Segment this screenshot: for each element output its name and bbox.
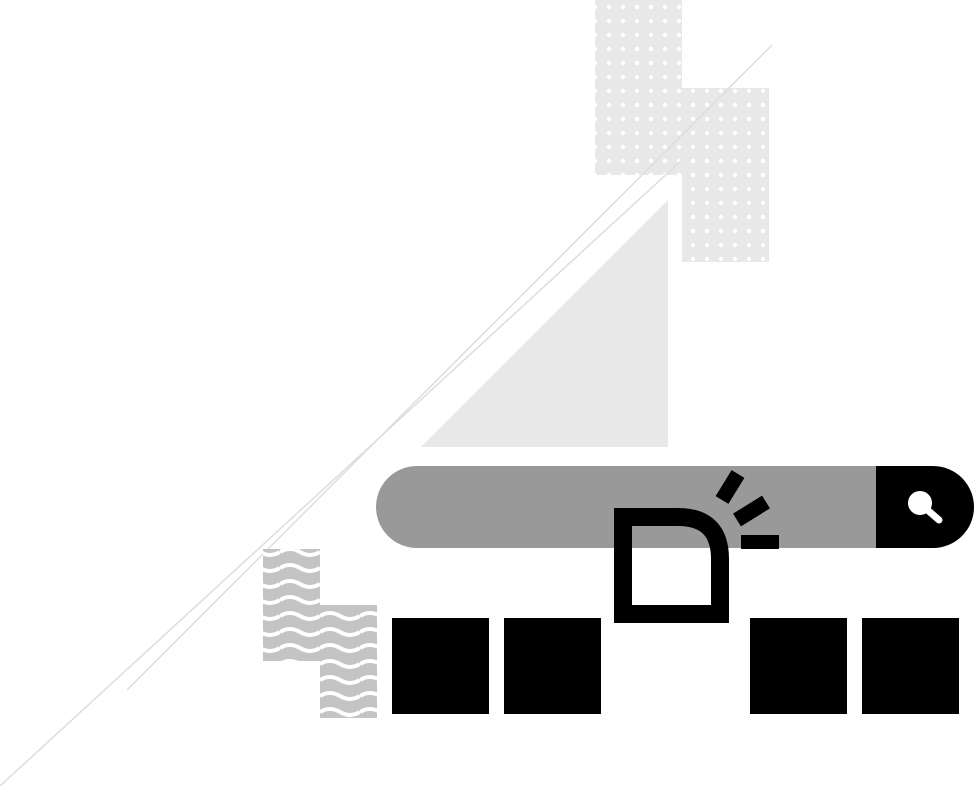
dotted-pattern-blocks xyxy=(595,0,769,262)
wave-pattern-blocks xyxy=(263,549,377,718)
diagonal-lines xyxy=(0,44,773,787)
search-button[interactable] xyxy=(876,466,974,548)
triangle-shape xyxy=(421,200,668,447)
result-block xyxy=(504,618,601,714)
click-pointer-icon xyxy=(614,470,779,623)
search-bar[interactable] xyxy=(376,466,974,548)
result-block xyxy=(750,618,847,714)
search-input[interactable] xyxy=(376,466,876,548)
result-block xyxy=(862,618,959,714)
result-blocks xyxy=(392,618,959,714)
search-icon xyxy=(908,491,943,524)
result-block xyxy=(392,618,489,714)
